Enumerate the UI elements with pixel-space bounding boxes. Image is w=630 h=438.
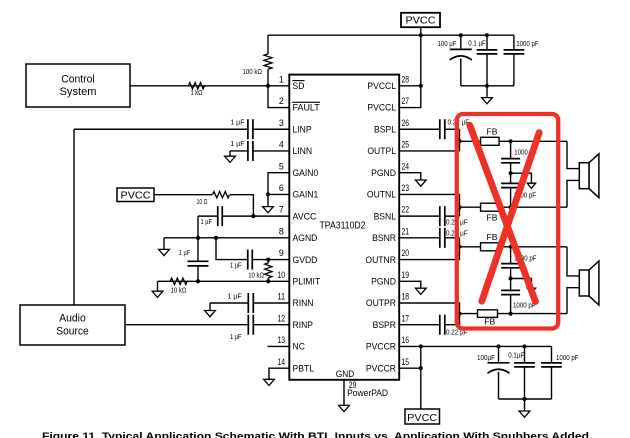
- svg-text:6: 6: [279, 183, 284, 193]
- svg-text:AVCC: AVCC: [293, 210, 317, 221]
- svg-text:1 µF: 1 µF: [230, 141, 244, 148]
- svg-text:19: 19: [402, 270, 410, 280]
- svg-text:GAIN0: GAIN0: [293, 167, 319, 178]
- svg-text:20: 20: [402, 248, 410, 258]
- svg-text:FB: FB: [487, 213, 498, 223]
- svg-text:16: 16: [402, 335, 410, 345]
- svg-text:100 µF: 100 µF: [438, 41, 457, 48]
- svg-text:26: 26: [402, 118, 410, 128]
- svg-text:BSPL: BSPL: [374, 123, 396, 134]
- svg-text:25: 25: [402, 140, 410, 150]
- svg-text:PVCCL: PVCCL: [367, 102, 396, 113]
- svg-text:PVCC: PVCC: [407, 412, 437, 424]
- svg-text:GVDD: GVDD: [293, 254, 318, 265]
- svg-text:GAIN1: GAIN1: [293, 189, 319, 200]
- svg-text:0.1 µF: 0.1 µF: [468, 40, 486, 47]
- svg-text:BSPR: BSPR: [373, 319, 397, 330]
- svg-text:LINP: LINP: [293, 123, 312, 134]
- svg-text:PBTL: PBTL: [293, 362, 315, 373]
- svg-text:1000 pF: 1000 pF: [516, 41, 539, 48]
- svg-text:FAULT: FAULT: [293, 102, 320, 113]
- svg-text:1 kΩ: 1 kΩ: [191, 90, 203, 97]
- svg-text:1 µF: 1 µF: [179, 250, 191, 257]
- svg-text:FB: FB: [487, 126, 498, 136]
- svg-text:BSNR: BSNR: [372, 232, 396, 243]
- svg-text:OUTPR: OUTPR: [366, 297, 396, 308]
- svg-text:PVCCR: PVCCR: [366, 362, 396, 373]
- svg-text:17: 17: [402, 313, 410, 323]
- svg-text:13: 13: [278, 335, 286, 345]
- svg-text:1 µF: 1 µF: [230, 334, 242, 341]
- svg-text:Source: Source: [56, 326, 89, 338]
- svg-text:PVCC: PVCC: [121, 189, 151, 201]
- svg-text:RINP: RINP: [293, 319, 314, 330]
- svg-text:9: 9: [279, 248, 284, 258]
- svg-text:1000 pF: 1000 pF: [514, 192, 537, 199]
- svg-text:GND: GND: [336, 369, 355, 379]
- svg-text:21: 21: [402, 226, 410, 236]
- svg-text:1 µF: 1 µF: [230, 263, 242, 270]
- svg-text:4: 4: [279, 140, 284, 150]
- svg-text:1000 pF: 1000 pF: [556, 355, 579, 362]
- svg-text:1 µF: 1 µF: [228, 293, 242, 300]
- svg-text:TPA3110D2: TPA3110D2: [320, 221, 366, 232]
- svg-text:2: 2: [279, 96, 284, 106]
- svg-text:10: 10: [278, 270, 286, 280]
- svg-text:FB: FB: [484, 316, 495, 326]
- svg-text:OUTPL: OUTPL: [367, 145, 396, 156]
- svg-text:12: 12: [278, 313, 286, 323]
- svg-text:1000 pF: 1000 pF: [513, 302, 536, 309]
- svg-text:5: 5: [279, 161, 284, 171]
- svg-text:10 Ω: 10 Ω: [197, 199, 208, 206]
- svg-text:AGND: AGND: [293, 232, 318, 243]
- svg-text:FB: FB: [487, 232, 498, 242]
- svg-text:15: 15: [402, 357, 410, 367]
- svg-text:PLIMIT: PLIMIT: [293, 275, 321, 286]
- svg-text:LINN: LINN: [293, 145, 313, 156]
- svg-text:29: 29: [349, 380, 357, 390]
- svg-text:PVCC: PVCC: [406, 14, 436, 26]
- svg-text:28: 28: [402, 74, 410, 84]
- svg-text:PowerPAD: PowerPAD: [347, 388, 388, 398]
- svg-text:23: 23: [402, 183, 410, 193]
- svg-text:0.22 µF: 0.22 µF: [446, 329, 468, 336]
- svg-text:8: 8: [279, 226, 284, 236]
- svg-text:100 kΩ: 100 kΩ: [243, 69, 263, 76]
- svg-text:RINN: RINN: [293, 297, 314, 308]
- svg-text:OUTNR: OUTNR: [365, 254, 396, 265]
- svg-text:OUTNL: OUTNL: [367, 189, 396, 200]
- svg-text:Figure 11. Typical Application: Figure 11. Typical Application Schematic…: [42, 431, 589, 438]
- svg-text:Control: Control: [61, 73, 95, 85]
- svg-text:PGND: PGND: [371, 275, 396, 286]
- svg-text:BSNL: BSNL: [374, 210, 396, 221]
- svg-text:7: 7: [279, 205, 284, 215]
- svg-text:PGND: PGND: [371, 167, 396, 178]
- svg-text:PVCCL: PVCCL: [367, 80, 396, 91]
- svg-text:22: 22: [402, 205, 410, 215]
- svg-text:Audio: Audio: [59, 312, 86, 324]
- svg-text:14: 14: [278, 357, 286, 367]
- svg-text:PVCCR: PVCCR: [366, 341, 396, 352]
- svg-text:1 µF: 1 µF: [230, 119, 244, 126]
- svg-text:24: 24: [402, 161, 410, 171]
- svg-text:27: 27: [402, 96, 410, 106]
- svg-text:System: System: [60, 86, 97, 98]
- svg-text:1000 pF: 1000 pF: [514, 150, 537, 157]
- svg-text:1 µF: 1 µF: [201, 219, 213, 226]
- svg-text:18: 18: [402, 292, 410, 302]
- svg-text:10 kΩ: 10 kΩ: [248, 273, 264, 280]
- svg-text:10 kΩ: 10 kΩ: [171, 287, 187, 294]
- svg-text:100µF: 100µF: [477, 355, 495, 362]
- svg-text:SD: SD: [293, 80, 305, 91]
- svg-text:11: 11: [278, 292, 286, 302]
- svg-text:1000 pF: 1000 pF: [514, 255, 537, 262]
- svg-text:NC: NC: [293, 341, 306, 352]
- svg-text:0.1µF: 0.1µF: [508, 352, 524, 359]
- svg-text:1: 1: [279, 74, 284, 84]
- svg-text:3: 3: [279, 118, 284, 128]
